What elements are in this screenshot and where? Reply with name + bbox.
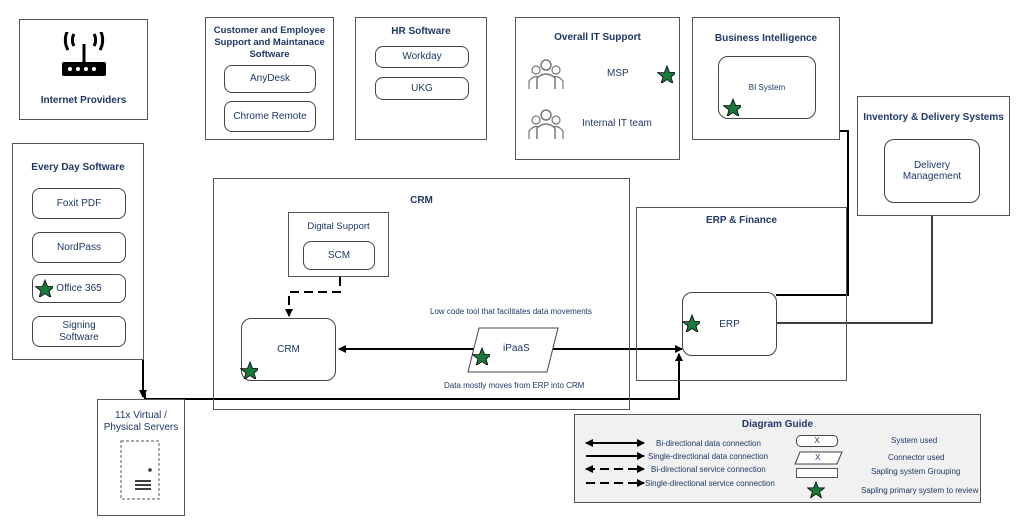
guide-bi-data-label: Bi-directional data connection	[656, 439, 761, 448]
primary-review-star-icon	[723, 98, 741, 116]
delivery-management-system[interactable]: Delivery Management	[884, 139, 980, 203]
bi-system-label: BI System	[748, 83, 786, 92]
digital-support-title: Digital Support	[307, 221, 370, 232]
erp-group-title: ERP & Finance	[706, 215, 777, 226]
msp-label: MSP	[607, 68, 629, 79]
wifi-router-icon	[62, 32, 106, 76]
support-software-group: Customer and Employee Support and Mainta…	[205, 17, 334, 140]
inventory-title: Inventory & Delivery Systems	[863, 112, 1004, 123]
delivery-management-label: Delivery Management	[902, 160, 962, 182]
crm-group-title: CRM	[410, 195, 433, 206]
workday-system[interactable]: Workday	[375, 46, 469, 68]
people-group-icon	[528, 109, 564, 139]
guide-connector-used-label: Connector used	[888, 453, 945, 462]
primary-review-star-icon	[35, 279, 53, 297]
guide-connector-sample-label: X	[815, 453, 821, 462]
scm-system[interactable]: SCM	[303, 241, 375, 270]
guide-system-used-label: System used	[891, 436, 938, 445]
chrome-remote-system[interactable]: Chrome Remote	[224, 101, 316, 132]
primary-review-star-icon	[682, 314, 700, 332]
hr-software-group: HR Software Workday UKG	[355, 17, 487, 140]
erp-finance-group: ERP & Finance	[636, 207, 847, 381]
guide-single-service-label: Single-directional service connection	[645, 479, 775, 488]
everyday-title: Every Day Software	[31, 162, 125, 173]
guide-connector-sample	[794, 451, 843, 465]
primary-review-star-icon	[240, 361, 258, 379]
ipaas-note-top: Low code tool that facilitates data move…	[430, 307, 592, 316]
guide-system-sample: X	[796, 435, 838, 447]
primary-review-star-icon	[807, 481, 825, 499]
scm-crm-service-connection	[285, 277, 341, 317]
internet-providers-group: Internet Providers	[19, 19, 148, 120]
guide-grouping-label: Sapling system Grouping	[871, 467, 961, 476]
guide-bi-service-label: Bi-directional service connection	[651, 465, 766, 474]
support-software-title: Customer and Employee Support and Mainta…	[213, 25, 326, 60]
guide-single-data-label: Single-directional data connection	[648, 452, 769, 461]
everyday-software-group: Every Day Software Foxit PDF NordPass Of…	[12, 143, 144, 360]
internet-providers-title: Internet Providers	[40, 95, 127, 106]
people-group-icon	[528, 59, 564, 89]
diagram-guide: Diagram Guide Bi-directional data connec…	[574, 414, 981, 503]
nordpass-system[interactable]: NordPass	[32, 232, 126, 263]
hr-software-title: HR Software	[391, 26, 451, 37]
ipaas-label: iPaaS	[503, 343, 530, 354]
it-support-group: Overall IT Support MSP Internal IT team	[515, 17, 680, 160]
guide-line-samples	[585, 439, 645, 487]
digital-support-group: Digital Support SCM	[288, 212, 389, 277]
guide-grouping-sample	[796, 468, 838, 478]
bi-title: Business Intelligence	[714, 33, 818, 44]
foxit-pdf-system[interactable]: Foxit PDF	[32, 188, 126, 219]
internal-it-label: Internal IT team	[582, 118, 652, 129]
signing-software-system[interactable]: Signing Software	[32, 316, 126, 347]
business-intelligence-group: Business Intelligence BI System	[692, 17, 840, 140]
crm-group: CRM	[213, 178, 630, 410]
guide-title: Diagram Guide	[741, 419, 814, 430]
ipaas-connector-shape[interactable]	[465, 327, 561, 373]
servers-title: 11x Virtual / Physical Servers	[103, 410, 179, 433]
anydesk-system[interactable]: AnyDesk	[224, 65, 316, 93]
guide-primary-label: Sapling primary system to review	[861, 486, 979, 495]
ipaas-note-bottom: Data mostly moves from ERP into CRM	[444, 381, 585, 390]
server-icon	[120, 440, 160, 500]
ukg-system[interactable]: UKG	[375, 77, 469, 100]
primary-review-star-icon	[472, 347, 490, 365]
inventory-delivery-group: Inventory & Delivery Systems Delivery Ma…	[857, 96, 1010, 216]
crm-system-label: CRM	[277, 344, 300, 355]
erp-delivery-connection	[776, 205, 936, 324]
it-support-title: Overall IT Support	[554, 32, 641, 43]
servers-group: 11x Virtual / Physical Servers	[97, 399, 185, 516]
primary-review-star-icon	[657, 65, 675, 83]
erp-system-label: ERP	[719, 318, 740, 330]
